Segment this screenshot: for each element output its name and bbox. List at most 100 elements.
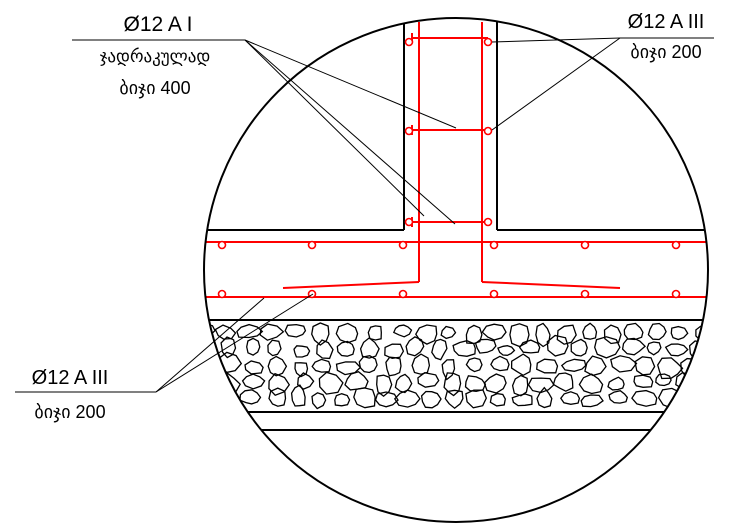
gravel-stone [527,377,555,394]
gravel-stone [239,389,262,405]
gravel-stone [415,324,438,345]
gravel-stone [559,391,581,405]
gravel-stone [580,394,604,408]
gravel-stone [465,357,483,373]
gravel-stone [259,323,285,341]
gravel-stone [334,393,351,407]
gravel-stone [294,362,309,378]
gravel-stone [204,395,218,408]
rebar [204,22,708,298]
detail-contents [204,18,727,431]
gravel-stone [358,355,378,374]
gravel-stone [444,389,464,410]
gravel-stone [536,358,559,374]
gravel-stone [664,343,689,357]
gravel-stone [490,355,510,372]
top-left-bar-label: Ø12 A I [124,13,193,36]
gravel-stone [465,389,488,409]
gravel-stone [570,338,588,357]
bottom-left-bar-label: Ø12 A III [32,367,109,389]
gravel-stone [481,323,507,341]
gravel-stone [578,373,604,395]
rebar-sections [217,37,681,299]
detail-circle [203,17,709,523]
gravel-stone [204,378,222,393]
gravel-stone [509,323,530,348]
gravel-stone [244,360,264,375]
gravel-stone [518,339,541,354]
gravel-stone [623,322,644,341]
gravel-stone [631,389,658,407]
gravel-stone [695,324,708,342]
gravel-stone [393,389,421,408]
gravel-stone [474,338,497,354]
gravel-stone [510,353,532,377]
gravel-stone [367,325,382,341]
gravel-stone [621,337,647,356]
gravel-stone [713,393,727,409]
gravel-stone [359,337,380,359]
gravel-stone [220,336,237,359]
gravel-stone [607,376,625,391]
gravel-stone [608,389,629,404]
gravel-stone [656,357,684,380]
gravel-stone [311,322,330,346]
gravel-stone [374,391,399,408]
gravel-stone [584,355,607,377]
gravel-stone [241,373,266,390]
gravel-stone [376,374,393,398]
gravel-stone [405,336,425,357]
gravel-stone [311,392,327,410]
gravel-layer [204,320,727,412]
gravel-stone [489,392,506,407]
gravel-stone [336,340,355,357]
gravel-stone [297,372,315,390]
gravel-stone [316,339,334,360]
gravel-stone [420,390,442,409]
gravel-stone [384,343,405,359]
gravel-stone [699,353,708,374]
gravel-stone [552,372,574,392]
gravel-stone [267,339,282,357]
gravel-stone [246,337,261,356]
gravel-stone [452,340,476,357]
gravel-stone [318,371,344,395]
gravel-stone [633,374,654,388]
gravel-stone [535,322,551,348]
gravel-stone [556,324,577,345]
gravel-stone [646,341,662,356]
gravel-stone [267,355,288,377]
gravel-stone [441,359,456,381]
gravel-stone [216,393,238,408]
gravel-stone [204,358,219,378]
gravel-stone [497,345,516,356]
gravel-stone [268,387,287,407]
gravel-stone [582,322,598,340]
gravel-stone [594,336,621,359]
gravel-stone [670,325,689,341]
gravel-stone [431,338,448,361]
gravel-stone [696,373,708,390]
gravel-stone [536,386,553,409]
gravel-stone [647,322,667,341]
gravel-stone [634,356,656,376]
gravel-stone [284,323,307,338]
gravel-stone [335,322,359,344]
gravel-stone [560,358,587,372]
gravel-stone [483,373,507,394]
gravel-stone [511,374,529,397]
gravel-stone [683,386,703,408]
gravel-stone [511,393,533,407]
gravel-stone [385,356,402,377]
gravel-stone [392,324,413,338]
gravel-stone [293,345,311,358]
leader-lines [15,37,714,393]
gravel-stone [546,334,569,357]
gravel-stone [610,355,638,373]
top-left-step-label: ბიჯი 400 [119,78,190,98]
annotation-labels: Ø12 A I ჯადრაკულად ბიჯი 400 Ø12 A III ბი… [32,11,705,422]
top-right-step-label: ბიჯი 200 [630,42,701,62]
top-left-word-label: ჯადრაკულად [100,47,211,66]
gravel-stone [236,323,264,339]
